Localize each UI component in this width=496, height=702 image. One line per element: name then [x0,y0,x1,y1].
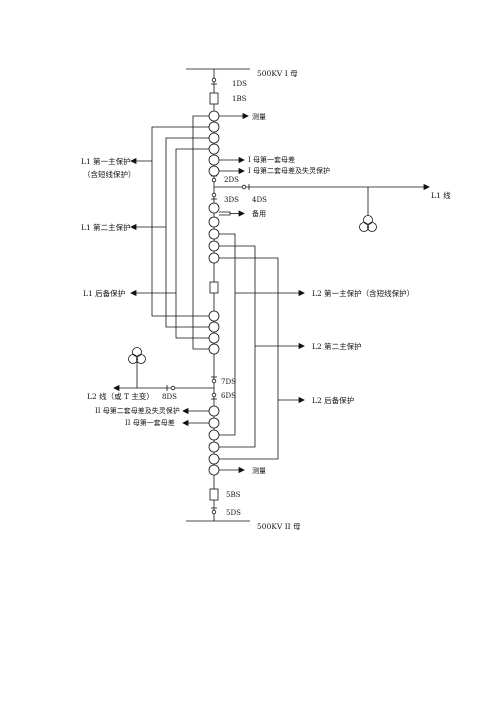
label-l2-main1: L2 第一主保护（含短线保护） [312,288,414,298]
ct-16 [208,405,220,417]
disconnector-1ds [211,77,217,85]
disconnector-7ds [211,376,217,384]
label-1ds: 1DS [232,80,247,88]
breaker-2bs [209,281,219,294]
arrow-l1-backup [130,289,137,297]
l2-potential-transformer-icon [128,347,146,364]
label-2ds: 2DS [224,176,239,184]
label-bus2-diff2: II 母第二套母差及失灵保护 [95,406,180,415]
arrow-measure-top [242,112,249,120]
ct-2 [208,121,220,133]
arrow-l2-backup [298,396,305,404]
arrow-l2-line [113,384,120,392]
label-4ds: 4DS [252,196,267,204]
label-spare: 备用 [252,209,266,218]
ct-7 [208,202,220,214]
ct-3 [208,132,220,144]
label-l1-line: L1 线 [431,190,451,200]
disconnector-2ds [211,175,217,183]
arrow-measure-bottom [238,466,245,474]
label-6ds: 6DS [221,392,236,400]
ct-20 [208,453,220,465]
ct-11 [208,252,220,264]
label-bus2-diff1: II 母第一套母差 [125,418,175,427]
arrow-bus1-diff2 [238,167,245,175]
ct-4 [208,143,220,155]
loop-l1-main1 [151,126,209,317]
loop-l1-aux [192,115,209,350]
ct-10 [208,240,220,252]
label-measure-top: 测量 [252,113,266,121]
ct-12 [208,310,220,322]
arrow-spare [238,210,245,217]
arrow-l2-main2 [298,342,305,350]
arrow-l1-main1 [130,157,137,165]
label-3ds: 3DS [224,196,239,204]
label-l2-line: L2 线（或 T 主变） [87,391,154,401]
breaker-5bs [209,488,219,501]
ct-6 [208,165,220,177]
label-bus1-diff1: I 母第一套母差 [248,155,295,164]
loop-l1-main2 [165,137,209,328]
ct-9 [208,228,220,240]
ct-17 [208,417,220,429]
breaker-1bs [209,92,219,105]
ct-18 [208,429,220,441]
ct-5 [208,154,220,166]
loop-l2-backup [219,257,279,460]
label-1bs: 1BS [232,95,247,103]
label-l1-backup: L1 后备保护 [83,288,125,298]
label-l1-main1: L1 第一主保护 [81,156,131,166]
disconnector-4ds [241,184,250,190]
label-l1-main2: L1 第二主保护 [81,222,131,232]
label-8ds: 8DS [162,393,177,401]
disconnector-8ds [166,385,176,391]
disconnector-6ds [211,392,217,400]
ct-19 [208,441,220,453]
label-bus1-diff2: I 母第二套母差及失灵保护 [248,166,330,175]
arrow-l1-line [423,183,430,191]
ct-1 [208,110,220,122]
bus-ii-label: 500KV II 母 [257,522,301,531]
loop-l2-main1 [219,233,236,436]
label-l2-backup: L2 后备保护 [312,395,354,405]
loop-l1-backup [175,148,209,339]
disconnector-3ds [211,192,217,200]
ct-13 [208,321,220,333]
ct-15 [208,343,220,355]
label-5ds: 5DS [226,509,241,517]
label-measure-bottom: 测量 [252,467,266,475]
ct-14 [208,332,220,344]
ct-8 [208,216,220,228]
label-5bs: 5BS [226,491,241,499]
label-7ds: 7DS [221,378,236,386]
ct-21 [208,464,220,476]
arrow-bus2-diff2 [182,407,189,415]
arrow-bus1-diff1 [238,156,245,164]
disconnector-5ds [211,507,217,515]
bus-i-label: 500KV I 母 [257,69,298,78]
label-l2-main2: L2 第二主保护 [312,341,362,351]
arrow-bus2-diff1 [182,419,189,427]
label-l1-main1-sub: （含短线保护） [83,169,136,179]
arrow-l2-main1 [298,289,305,297]
arrow-l1-main2 [130,223,137,231]
l1-potential-transformer-icon [359,215,377,232]
loop-l2-main2 [219,245,256,448]
